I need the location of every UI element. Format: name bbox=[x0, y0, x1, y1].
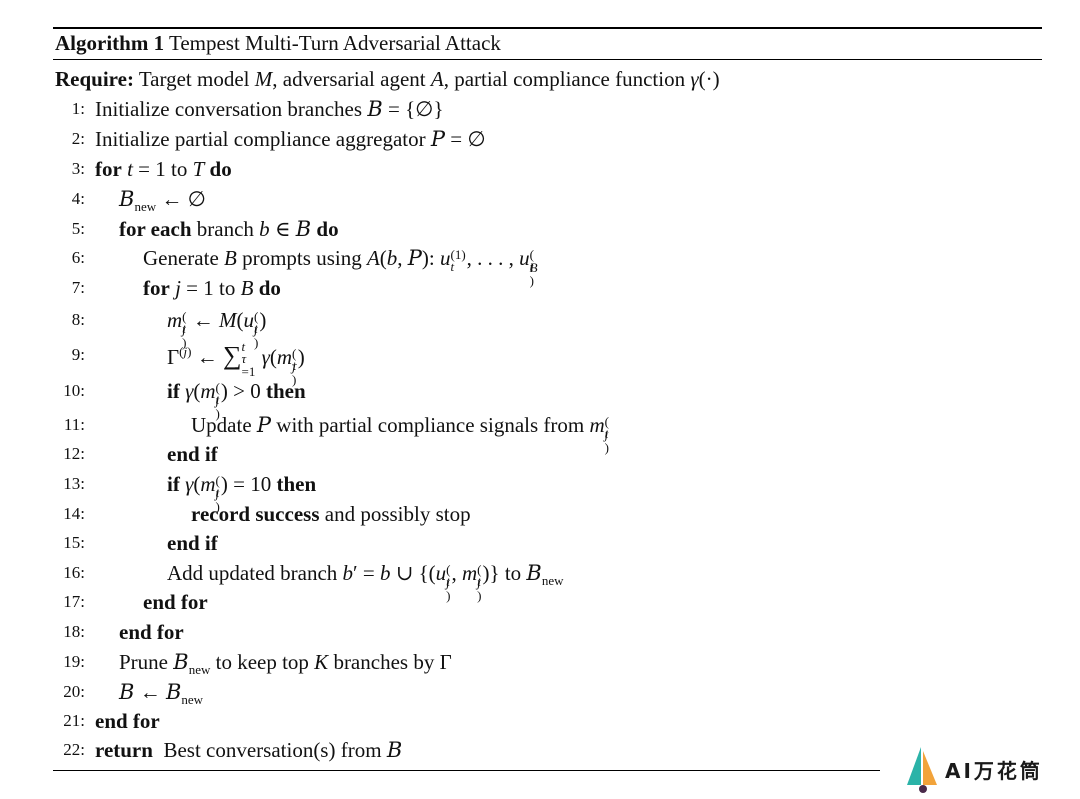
algo-line-14: 14: record success and possibly stop bbox=[63, 502, 471, 526]
algo-line-17: 17: end for bbox=[63, 590, 208, 614]
algo-line-15: 15: end if bbox=[63, 531, 218, 555]
algo-line-12: 12: end if bbox=[63, 442, 218, 466]
require-line: Require: Target model M, adversarial age… bbox=[55, 67, 720, 91]
algorithm-header: Algorithm 1 Tempest Multi-Turn Adversari… bbox=[55, 30, 501, 56]
bottom-rule bbox=[53, 770, 880, 771]
algo-line-4: 4: Bnew ← ∅ bbox=[71, 187, 206, 214]
algo-line-5: 5: for each branch b ∈ B do bbox=[71, 217, 339, 241]
algo-line-6: 6: Generate B prompts using A(b, P): u(1… bbox=[71, 246, 538, 288]
algo-line-3: 3: for t = 1 to T do bbox=[71, 157, 232, 181]
require-label: Require: bbox=[55, 67, 134, 91]
watermark-text: AI万花筒 bbox=[945, 759, 1043, 783]
algo-line-18: 18: end for bbox=[63, 620, 184, 644]
algo-line-21: 21: end for bbox=[63, 709, 160, 733]
algo-line-2: 2: Initialize partial compliance aggrega… bbox=[71, 127, 486, 151]
watermark: AI万花筒 bbox=[903, 745, 1063, 795]
algorithm-title: Tempest Multi-Turn Adversarial Attack bbox=[168, 31, 501, 55]
algo-line-10: 10: if γ(m(j)t) > 0 then bbox=[63, 379, 306, 421]
top-rule bbox=[53, 27, 1042, 29]
algo-line-20: 20: B ← Bnew bbox=[63, 680, 204, 707]
algorithm-label: Algorithm 1 bbox=[55, 31, 165, 55]
algo-line-1: 1: Initialize conversation branches B = … bbox=[71, 97, 444, 121]
algo-line-11: 11: Update P with partial compliance sig… bbox=[63, 413, 609, 455]
algo-line-13: 13: if γ(m(j)t) = 10 then bbox=[63, 472, 317, 514]
sail-logo-icon bbox=[907, 747, 937, 793]
algo-line-7: 7: for j = 1 to B do bbox=[71, 276, 281, 300]
algo-line-8: 8: m(j)t ← M(u(j)t) bbox=[71, 308, 267, 350]
header-rule bbox=[53, 59, 1042, 60]
algo-line-22: 22: return Best conversation(s) from B bbox=[63, 738, 403, 762]
algo-line-19: 19: Prune Bnew to keep top K branches by… bbox=[63, 650, 452, 677]
algo-line-16: 16: Add updated branch b′ = b ∪ {(u(j)t,… bbox=[63, 561, 564, 603]
